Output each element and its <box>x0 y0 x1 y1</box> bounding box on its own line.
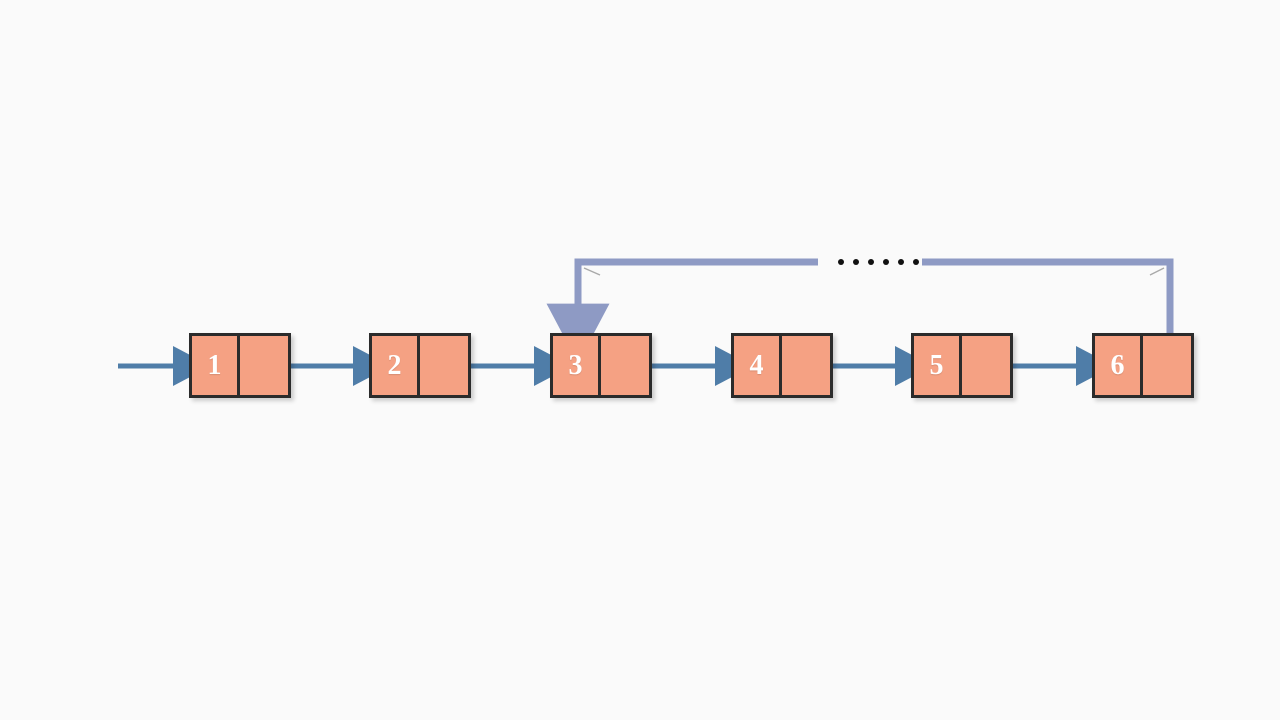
node-pointer-cell <box>420 336 468 395</box>
node-value: 5 <box>929 349 944 381</box>
node-data-cell: 2 <box>372 336 420 395</box>
ellipsis-dots <box>838 259 919 265</box>
list-node-3[interactable]: 3 <box>550 333 652 398</box>
node-pointer-cell <box>1143 336 1191 395</box>
ellipsis-dot <box>898 259 904 265</box>
node-pointer-cell <box>962 336 1010 395</box>
node-value: 3 <box>568 349 583 381</box>
node-value: 4 <box>749 349 764 381</box>
ellipsis-dot <box>838 259 844 265</box>
ellipsis-dot <box>868 259 874 265</box>
ellipsis-dot <box>913 259 919 265</box>
ellipsis-dot <box>853 259 859 265</box>
node-value: 2 <box>387 349 402 381</box>
node-pointer-cell <box>782 336 830 395</box>
node-value: 1 <box>207 349 222 381</box>
list-node-5[interactable]: 5 <box>911 333 1013 398</box>
list-node-4[interactable]: 4 <box>731 333 833 398</box>
list-node-1[interactable]: 1 <box>189 333 291 398</box>
list-node-6[interactable]: 6 <box>1092 333 1194 398</box>
node-data-cell: 3 <box>553 336 601 395</box>
node-pointer-cell <box>601 336 649 395</box>
list-node-2[interactable]: 2 <box>369 333 471 398</box>
node-data-cell: 6 <box>1095 336 1143 395</box>
node-data-cell: 1 <box>192 336 240 395</box>
node-data-cell: 4 <box>734 336 782 395</box>
ellipsis-dot <box>883 259 889 265</box>
node-pointer-cell <box>240 336 288 395</box>
node-value: 6 <box>1110 349 1125 381</box>
node-data-cell: 5 <box>914 336 962 395</box>
